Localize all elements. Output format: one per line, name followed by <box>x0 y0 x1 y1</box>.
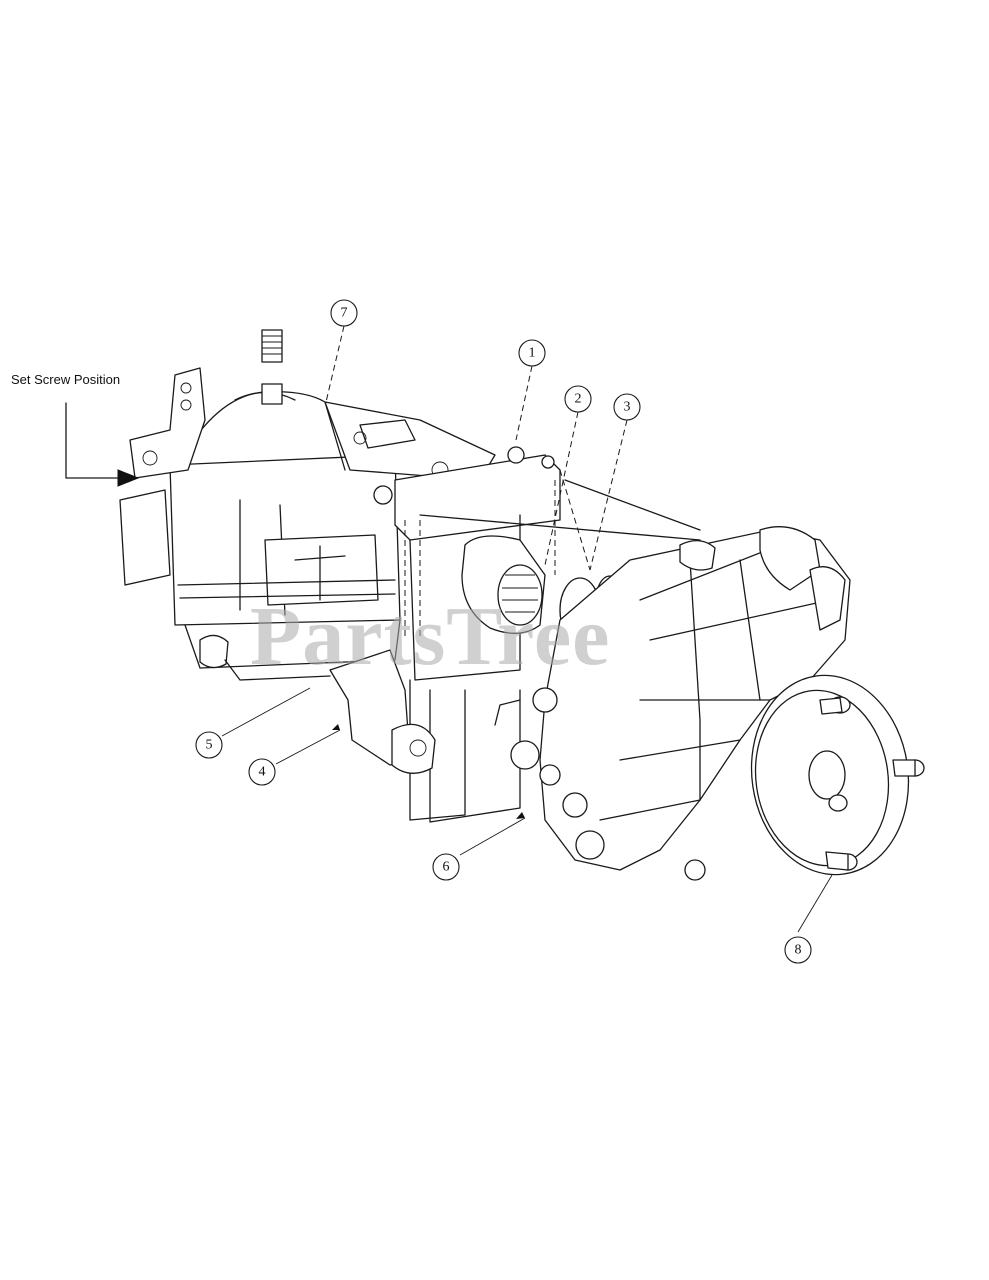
top-cover <box>324 401 496 481</box>
callout-label-5: 5 <box>206 738 213 753</box>
leader-lines <box>221 325 833 933</box>
callout-3[interactable]: 3 <box>613 393 641 421</box>
center-housing <box>373 446 701 681</box>
callout-2[interactable]: 2 <box>564 385 592 413</box>
callout-label-8: 8 <box>795 943 802 958</box>
callout-5[interactable]: 5 <box>195 731 223 759</box>
callout-label-6: 6 <box>443 860 450 875</box>
callout-label-4: 4 <box>259 765 266 780</box>
callout-4[interactable]: 4 <box>248 758 276 786</box>
mounting-bracket <box>129 367 206 479</box>
set-screw-arrow <box>65 402 140 487</box>
callout-8[interactable]: 8 <box>784 936 812 964</box>
set-screw <box>261 329 283 405</box>
shift-lever <box>329 649 436 774</box>
pump-housing <box>119 391 401 681</box>
callout-7[interactable]: 7 <box>330 299 358 327</box>
callout-label-7: 7 <box>341 306 348 321</box>
wheel-hub <box>750 674 925 876</box>
callout-label-2: 2 <box>575 392 582 407</box>
callout-1[interactable]: 1 <box>518 339 546 367</box>
axle-housing <box>494 526 851 881</box>
callout-label-3: 3 <box>624 400 631 415</box>
set-screw-position-label: Set Screw Position <box>11 372 121 387</box>
callout-6[interactable]: 6 <box>432 853 460 881</box>
callout-label-1: 1 <box>529 346 536 361</box>
